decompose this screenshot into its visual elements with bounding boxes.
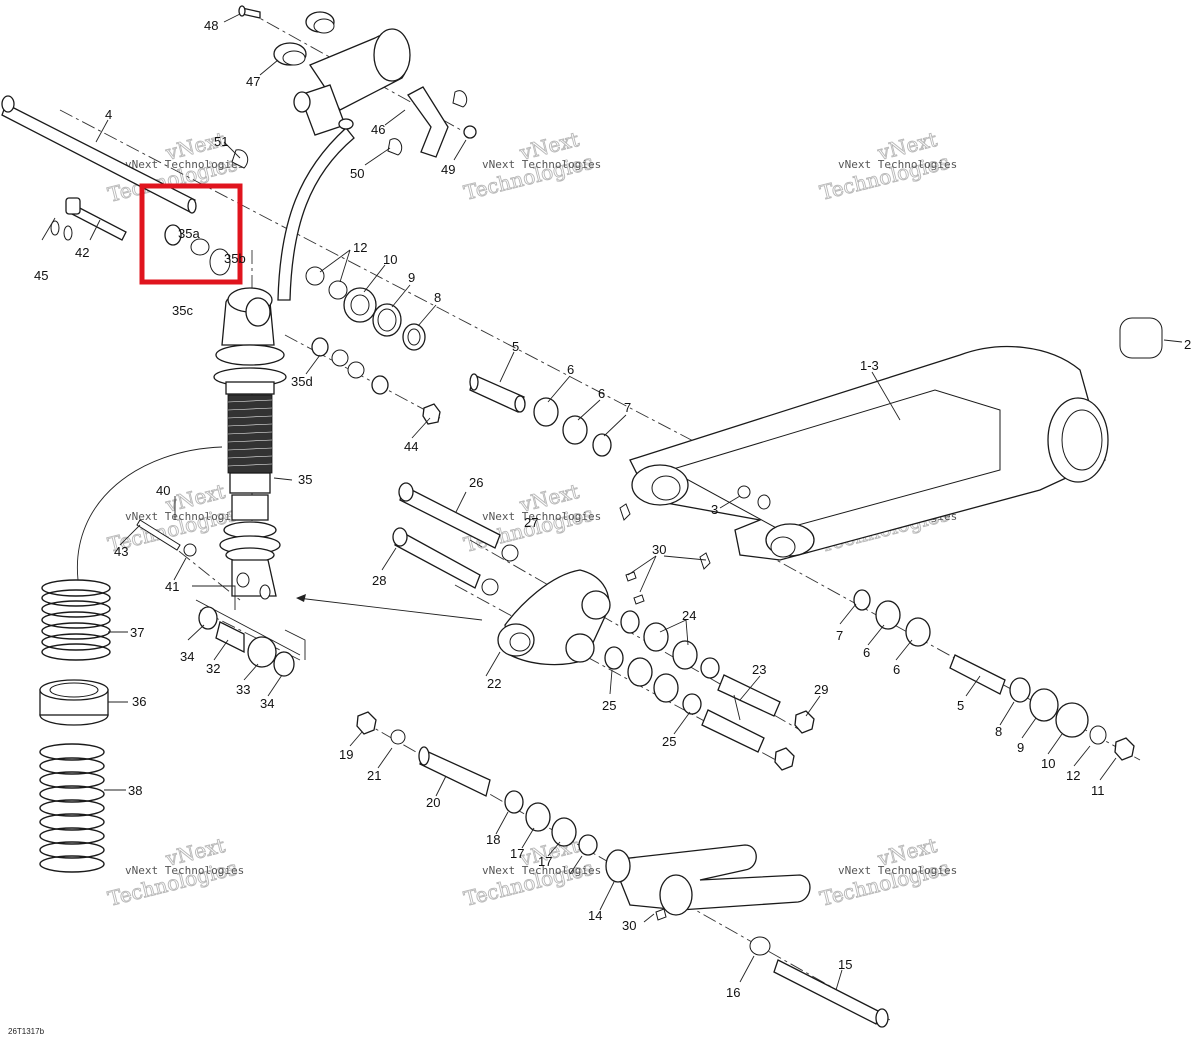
label-6a: 6	[567, 362, 574, 377]
swing-arm	[619, 317, 1163, 570]
label-5: 5	[512, 339, 519, 354]
watermark-2: vNext Technologies vNext Technologies	[461, 127, 601, 206]
label-47: 47	[246, 74, 260, 89]
label-4: 4	[105, 107, 112, 122]
label-45: 45	[34, 268, 48, 283]
label-11: 11	[1091, 783, 1105, 798]
svg-text:vNext Technologies: vNext Technologies	[838, 158, 957, 171]
label-34a: 34	[180, 649, 194, 664]
label-17b: 17	[538, 854, 552, 869]
label-10b: 10	[1041, 756, 1055, 771]
watermark-3: vNext Technologies vNext Technologies	[817, 127, 957, 206]
label-43: 43	[114, 544, 128, 559]
label-16: 16	[726, 985, 740, 1000]
label-35b: 35b	[224, 251, 246, 266]
label-40: 40	[156, 483, 170, 498]
label-25b: 25	[662, 734, 676, 749]
label-42: 42	[75, 245, 89, 260]
label-10: 10	[383, 252, 397, 267]
drawing-code: 26T1317b	[8, 1027, 45, 1036]
label-35: 35	[298, 472, 312, 487]
label-17a: 17	[510, 846, 524, 861]
label-41: 41	[165, 579, 179, 594]
label-38: 38	[128, 783, 142, 798]
label-12b: 12	[1066, 768, 1080, 783]
label-33: 33	[236, 682, 250, 697]
upper-bearing-stack	[305, 266, 441, 425]
label-32: 32	[206, 661, 220, 676]
label-6c: 6	[863, 645, 870, 660]
link-22-assembly	[296, 482, 645, 666]
watermark-1: vNext Technologies vNext Technologies	[105, 127, 244, 208]
spring-seat-36	[39, 679, 109, 726]
label-28: 28	[372, 573, 386, 588]
label-27: 27	[524, 515, 538, 530]
watermark-9: vNext Technologies vNext Technologies	[817, 833, 957, 912]
label-30a: 30	[652, 542, 666, 557]
label-49: 49	[441, 162, 455, 177]
label-18: 18	[486, 832, 500, 847]
label-23: 23	[752, 662, 766, 677]
label-14: 14	[588, 908, 602, 923]
spring-37	[41, 579, 111, 661]
leader-lines	[41, 13, 1183, 991]
label-2: 2	[1184, 337, 1191, 352]
label-9b: 9	[1017, 740, 1024, 755]
label-29: 29	[814, 682, 828, 697]
label-37: 37	[130, 625, 144, 640]
label-34b: 34	[260, 696, 274, 711]
spring-38	[39, 743, 105, 873]
label-1-3: 1-3	[860, 358, 879, 373]
link-bearings	[604, 610, 815, 771]
label-6d: 6	[893, 662, 900, 677]
lower-eye-bearing-stack	[192, 585, 306, 677]
label-7: 7	[624, 400, 631, 415]
watermark-7: vNext Technologies vNext Technologies	[105, 833, 244, 912]
label-26: 26	[469, 475, 483, 490]
label-44: 44	[404, 439, 418, 454]
label-46: 46	[371, 122, 385, 137]
label-50: 50	[350, 166, 364, 181]
label-5b: 5	[957, 698, 964, 713]
label-6b: 6	[598, 386, 605, 401]
callout-labels: 48 47 46 49 50 51 4 42 45 35a 35b 35c 35…	[34, 18, 1191, 1000]
shock-absorber	[213, 287, 287, 600]
label-3: 3	[711, 502, 718, 517]
label-48: 48	[204, 18, 218, 33]
label-8b: 8	[995, 724, 1002, 739]
label-35c: 35c	[172, 303, 193, 318]
svg-text:vNext Technologies: vNext Technologies	[838, 864, 957, 877]
label-12: 12	[353, 240, 367, 255]
svg-text:vNext Technologies: vNext Technologies	[125, 158, 244, 171]
swingarm-lower-bearings	[853, 589, 1135, 761]
svg-text:vNext Technologies: vNext Technologies	[482, 158, 601, 171]
label-15: 15	[838, 957, 852, 972]
label-19: 19	[339, 747, 353, 762]
label-35d: 35d	[291, 374, 313, 389]
label-20: 20	[426, 795, 440, 810]
spring-assembly-arrow	[76, 446, 223, 581]
label-8: 8	[434, 290, 441, 305]
highlight-box	[139, 183, 243, 285]
label-30b: 30	[622, 918, 636, 933]
lower-shock-bolt-group	[136, 496, 197, 557]
swingarm-upper-bearings	[469, 373, 612, 457]
label-36: 36	[132, 694, 146, 709]
label-51: 51	[214, 134, 228, 149]
svg-text:vNext Technologies: vNext Technologies	[482, 864, 601, 877]
svg-text:vNext Technologies: vNext Technologies	[482, 510, 601, 523]
svg-text:vNext Technologies: vNext Technologies	[125, 510, 244, 523]
svg-text:vNext Technologies: vNext Technologies	[125, 864, 244, 877]
reservoir-assembly	[231, 5, 477, 301]
label-25a: 25	[602, 698, 616, 713]
label-24: 24	[682, 608, 696, 623]
label-9: 9	[408, 270, 415, 285]
label-35a: 35a	[178, 226, 200, 241]
label-22: 22	[487, 676, 501, 691]
lower-link-stack	[356, 711, 889, 1028]
label-21: 21	[367, 768, 381, 783]
label-7b: 7	[836, 628, 843, 643]
